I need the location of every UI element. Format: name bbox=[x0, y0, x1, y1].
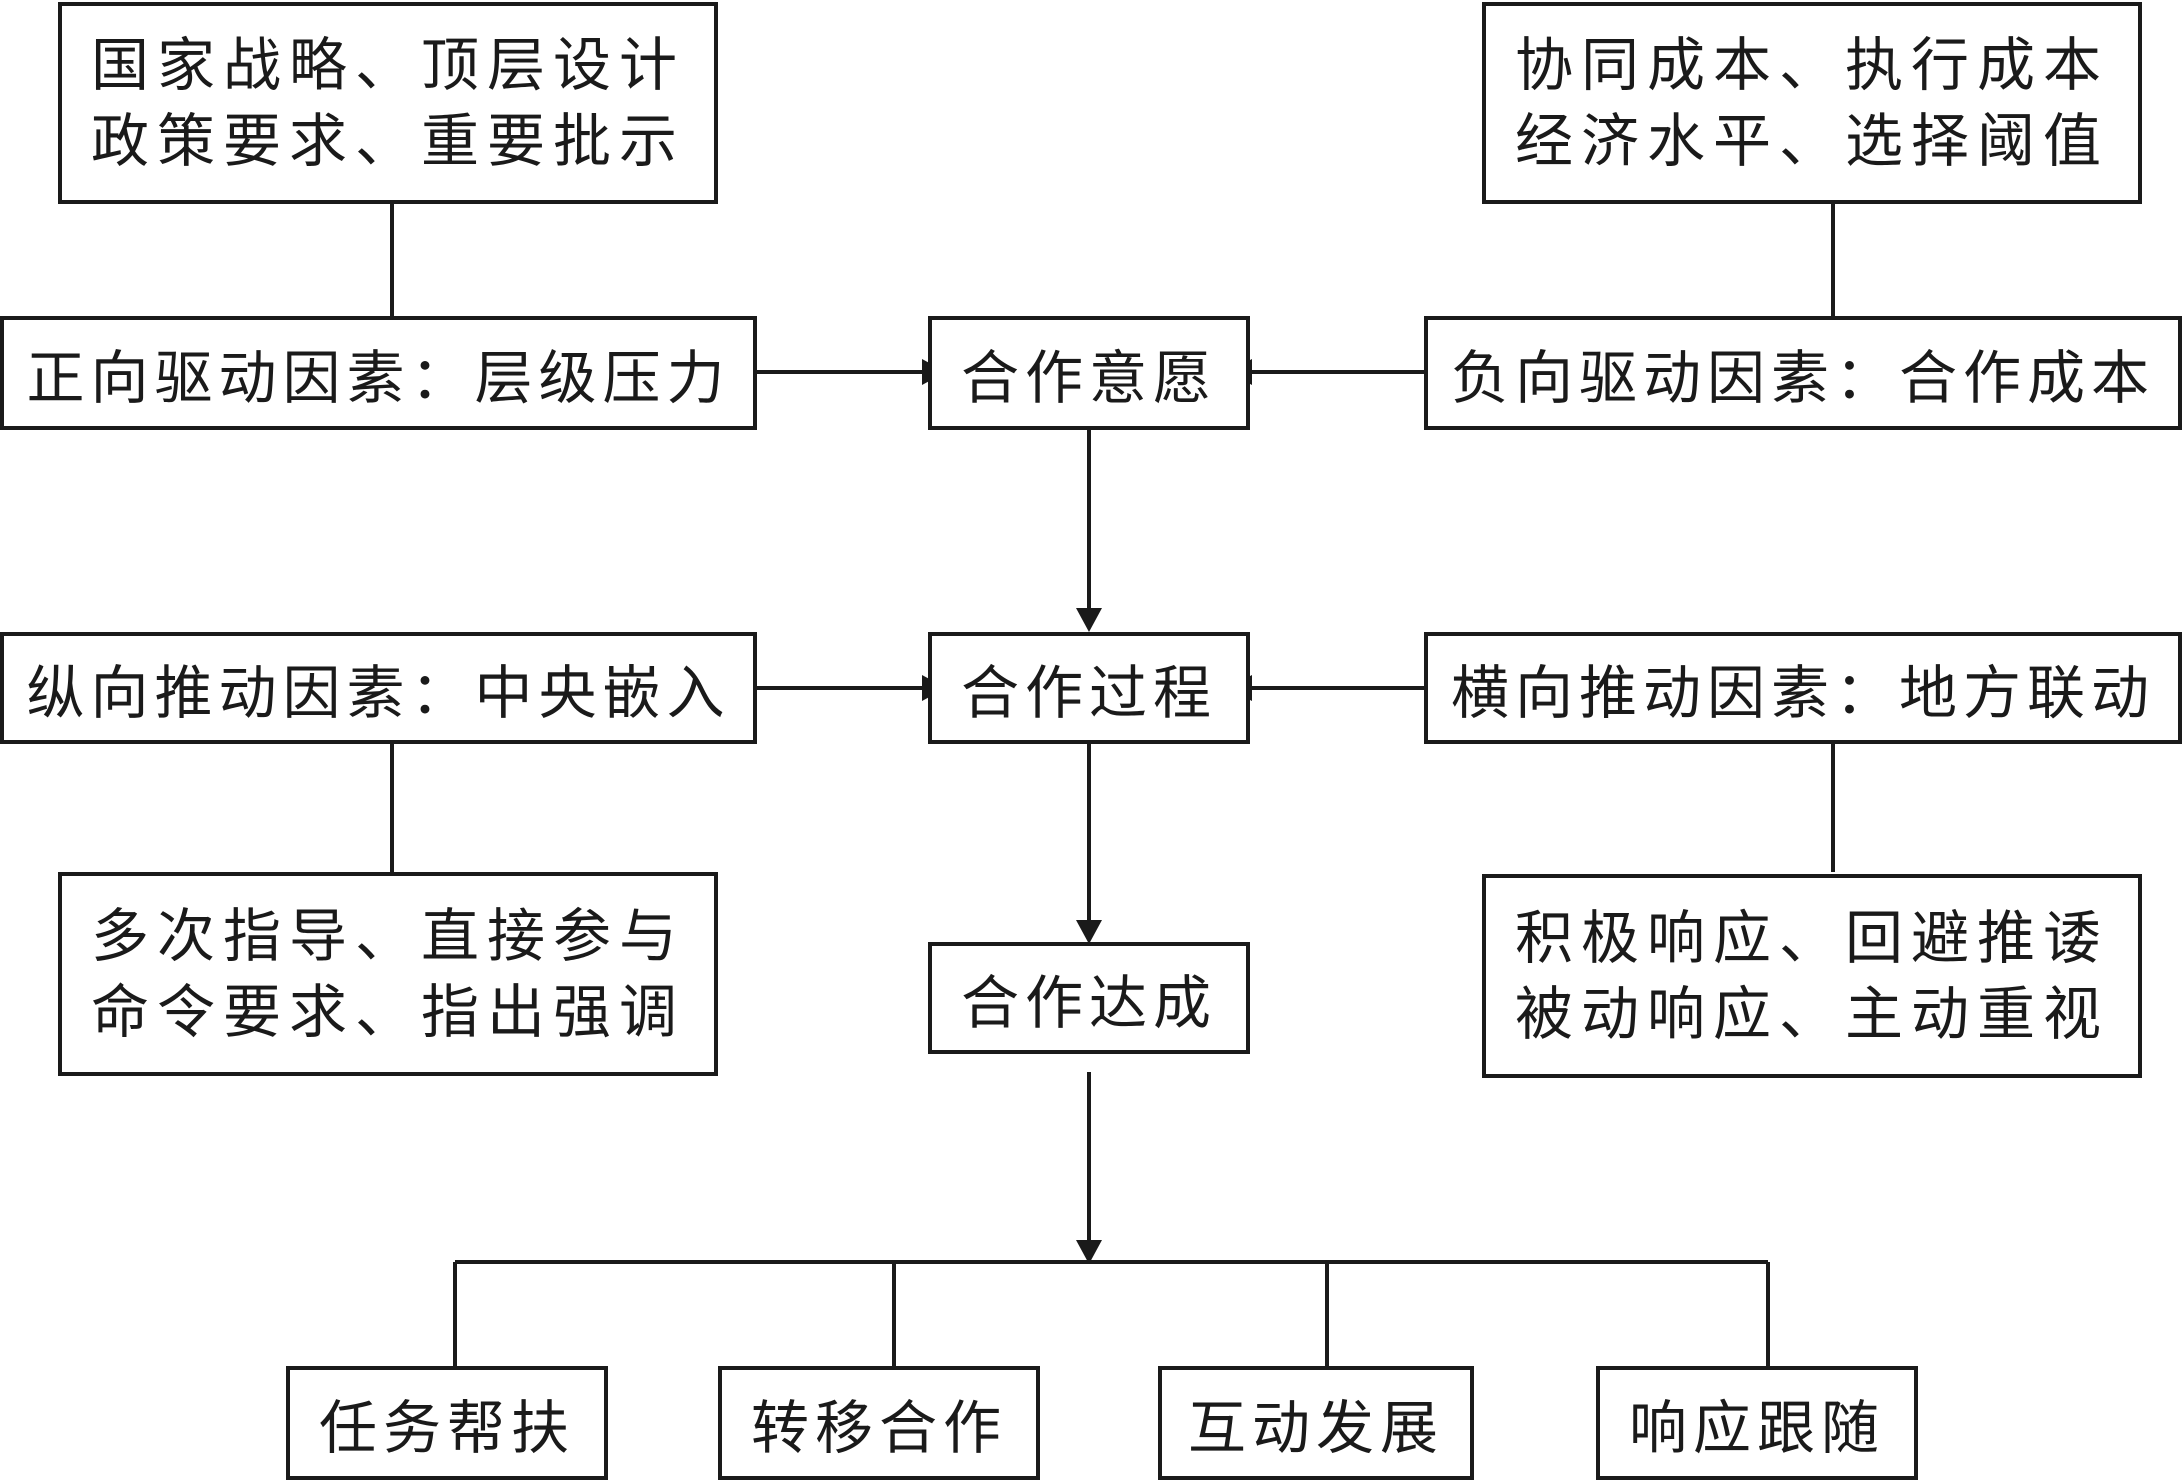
vertical-pusher-label: 纵向推动因素：中央嵌入 bbox=[26, 659, 731, 727]
arrowhead-to-process bbox=[1076, 608, 1102, 632]
negative-driver-label: 负向驱动因素：合作成本 bbox=[1450, 344, 2155, 412]
bottom-right-line-1: 积极响应、回避推诿 bbox=[1514, 904, 2109, 972]
outcome-box-1: 任务帮扶 bbox=[286, 1366, 608, 1480]
bottom-left-line-1: 多次指导、直接参与 bbox=[90, 902, 685, 970]
process-label: 合作过程 bbox=[960, 659, 1217, 727]
vertical-pusher-box: 纵向推动因素：中央嵌入 bbox=[0, 632, 757, 744]
outcome-box-3: 互动发展 bbox=[1158, 1366, 1474, 1480]
arrowhead-to-achievement bbox=[1076, 920, 1102, 944]
top-left-line-2: 政策要求、重要批示 bbox=[90, 107, 685, 175]
outcome-box-2: 转移合作 bbox=[718, 1366, 1040, 1480]
bottom-right-factors-box: 积极响应、回避推诿 被动响应、主动重视 bbox=[1482, 874, 2142, 1078]
willingness-label: 合作意愿 bbox=[960, 344, 1217, 412]
outcome-label-4: 响应跟随 bbox=[1628, 1394, 1885, 1462]
outcome-label-3: 互动发展 bbox=[1187, 1394, 1444, 1462]
top-right-line-2: 经济水平、选择阈值 bbox=[1514, 107, 2109, 175]
outcome-label-1: 任务帮扶 bbox=[318, 1394, 575, 1462]
negative-driver-box: 负向驱动因素：合作成本 bbox=[1424, 316, 2182, 430]
horizontal-pusher-label: 横向推动因素：地方联动 bbox=[1450, 659, 2155, 727]
willingness-box: 合作意愿 bbox=[928, 316, 1250, 430]
positive-driver-box: 正向驱动因素：层级压力 bbox=[0, 316, 757, 430]
horizontal-pusher-box: 横向推动因素：地方联动 bbox=[1424, 632, 2182, 744]
bottom-right-line-2: 被动响应、主动重视 bbox=[1514, 980, 2109, 1048]
top-left-factors-box: 国家战略、顶层设计 政策要求、重要批示 bbox=[58, 2, 718, 204]
positive-driver-label: 正向驱动因素：层级压力 bbox=[26, 344, 731, 412]
top-right-line-1: 协同成本、执行成本 bbox=[1514, 31, 2109, 99]
outcome-box-4: 响应跟随 bbox=[1596, 1366, 1918, 1480]
achievement-label: 合作达成 bbox=[960, 969, 1217, 1037]
arrowhead-to-outcomes bbox=[1076, 1240, 1102, 1264]
bottom-left-line-2: 命令要求、指出强调 bbox=[90, 978, 685, 1046]
outcome-label-2: 转移合作 bbox=[750, 1394, 1007, 1462]
bottom-left-factors-box: 多次指导、直接参与 命令要求、指出强调 bbox=[58, 872, 718, 1076]
process-box: 合作过程 bbox=[928, 632, 1250, 744]
top-right-factors-box: 协同成本、执行成本 经济水平、选择阈值 bbox=[1482, 2, 2142, 204]
top-left-line-1: 国家战略、顶层设计 bbox=[90, 31, 685, 99]
achievement-box: 合作达成 bbox=[928, 942, 1250, 1054]
